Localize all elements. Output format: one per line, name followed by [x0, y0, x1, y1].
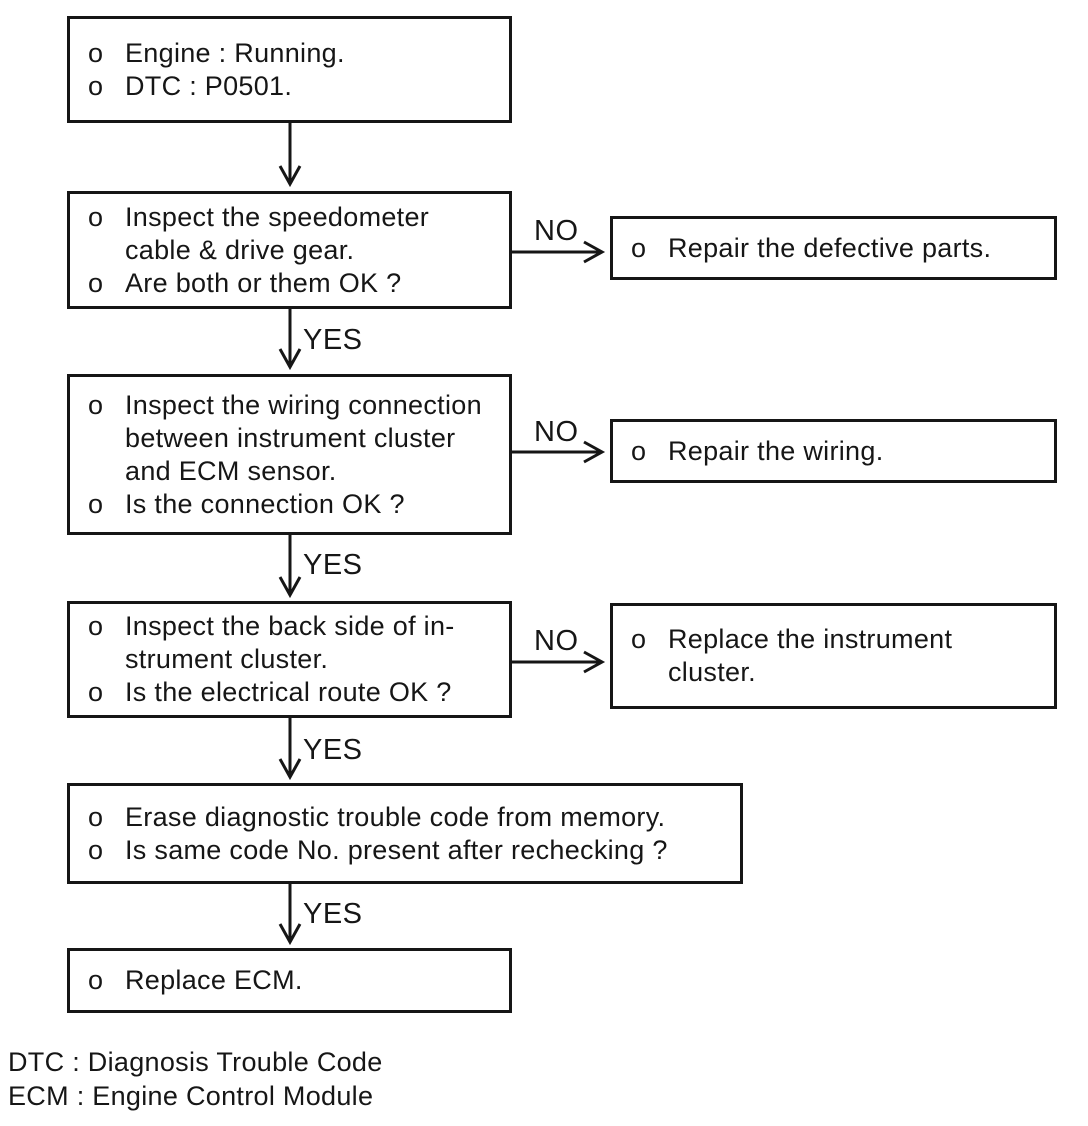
node-replace-ecm: o Replace ECM. — [67, 948, 512, 1013]
node-text: Is the electrical route OK ? — [125, 677, 452, 707]
node-text: Inspect the speedometer cable & drive ge… — [125, 201, 430, 265]
node-inspect-speedometer: o Inspect the speedometer cable & drive … — [67, 191, 512, 309]
edge-label-no-2: NO — [534, 416, 579, 448]
bullet: o — [88, 677, 104, 707]
legend-dtc: DTC : Diagnosis Trouble Code — [8, 1047, 383, 1077]
node-text: DTC : P0501. — [125, 70, 293, 101]
bullet: o — [88, 834, 104, 865]
edge-label-no-1: NO — [534, 215, 579, 247]
node-start: o Engine : Running. o DTC : P0501. — [67, 16, 512, 123]
node-text: Erase diagnostic trouble code from memor… — [125, 801, 666, 832]
bullet: o — [631, 624, 647, 654]
bullet: o — [88, 267, 104, 298]
node-text: Engine : Running. — [125, 37, 345, 68]
bullet: o — [88, 488, 104, 519]
node-text: Inspect the back side of in- strument cl… — [125, 611, 455, 674]
edge-label-yes-3: YES — [303, 734, 363, 766]
node-replace-instrument-cluster: o Replace the instrument cluster. — [610, 603, 1057, 709]
bullet: o — [88, 37, 104, 68]
bullet: o — [88, 201, 104, 232]
legend-ecm: ECM : Engine Control Module — [8, 1081, 374, 1111]
bullet: o — [88, 611, 104, 641]
node-text: Inspect the wiring connection between in… — [125, 389, 482, 486]
bullet: o — [88, 389, 104, 420]
bullet: o — [631, 435, 647, 466]
bullet: o — [88, 965, 104, 995]
node-inspect-wiring: o Inspect the wiring connection between … — [67, 374, 512, 535]
node-text: Replace ECM. — [125, 965, 303, 995]
node-repair-defective-parts: o Repair the defective parts. — [610, 216, 1057, 280]
bullet: o — [88, 801, 104, 832]
node-inspect-cluster-back: o Inspect the back side of in- strument … — [67, 601, 512, 718]
node-erase-dtc: o Erase diagnostic trouble code from mem… — [67, 783, 743, 884]
node-text: Are both or them OK ? — [125, 267, 402, 298]
node-repair-wiring: o Repair the wiring. — [610, 419, 1057, 483]
edge-label-yes-1: YES — [303, 324, 363, 356]
edge-label-yes-2: YES — [303, 549, 363, 581]
bullet: o — [631, 232, 647, 263]
node-text: Repair the wiring. — [668, 435, 884, 466]
node-text: Repair the defective parts. — [668, 232, 992, 263]
edge-label-no-3: NO — [534, 625, 579, 657]
bullet: o — [88, 70, 104, 101]
edge-label-yes-4: YES — [303, 898, 363, 930]
node-text: Replace the instrument cluster. — [668, 624, 953, 687]
node-text: Is same code No. present after recheckin… — [125, 834, 668, 865]
node-text: Is the connection OK ? — [125, 488, 405, 519]
